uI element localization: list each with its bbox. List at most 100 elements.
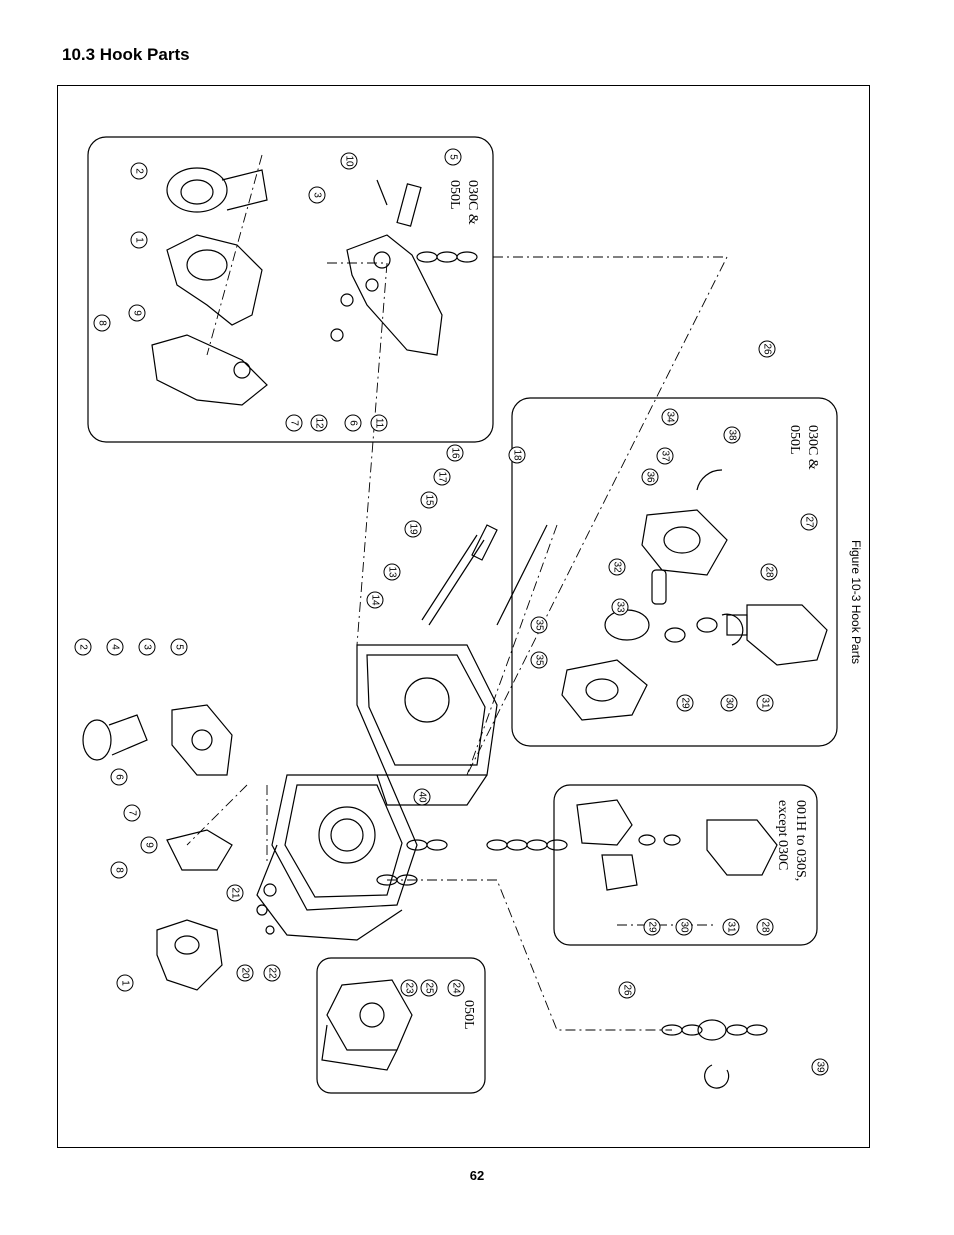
inset-label-bottom-small: 050L	[461, 1000, 476, 1030]
callout-number-9: 9	[144, 842, 155, 848]
callout-number-26: 26	[762, 343, 773, 355]
callout-number-35: 35	[534, 654, 545, 666]
bottom-hook-part-28	[726, 604, 828, 666]
plate-part-17	[471, 524, 498, 561]
ring-part-31	[696, 617, 718, 633]
callout-number-2: 2	[134, 168, 145, 174]
callout-circle-24	[447, 979, 465, 997]
latch-part-38	[696, 469, 723, 491]
callout-number-31: 31	[760, 697, 771, 709]
callout-circle-6	[344, 414, 362, 432]
lower-hook-part-28	[706, 819, 778, 876]
nut-part-6	[330, 328, 344, 342]
bottom-hook-block-part-34	[641, 509, 728, 576]
pin-part-5	[396, 183, 422, 227]
callout-circle-16	[446, 444, 464, 462]
callout-circle-30	[675, 918, 693, 936]
callout-circle-30	[720, 694, 738, 712]
callout-circle-34	[661, 408, 679, 426]
washer-part-29	[664, 627, 686, 643]
callout-circle-23	[400, 979, 418, 997]
pin-part-10	[376, 179, 388, 206]
callout-number-22: 22	[267, 967, 278, 979]
callout-circle-35	[530, 616, 548, 634]
callout-circle-21	[226, 884, 244, 902]
callout-circle-5	[170, 638, 188, 656]
callout-number-16: 16	[450, 447, 461, 459]
inset-label-right-lower-line2: except 030C	[775, 800, 790, 870]
inset-label-right-lower-line1: 001H to 030S,	[793, 800, 808, 881]
callout-circle-4	[106, 638, 124, 656]
section-title: 10.3 Hook Parts	[62, 45, 190, 64]
callout-circle-26	[758, 340, 776, 358]
callout-circle-7	[285, 414, 303, 432]
hook-block-top-part-2-left	[82, 714, 148, 761]
callout-circle-1	[130, 231, 148, 249]
inset-box-right-middle	[511, 397, 838, 747]
inset-label-right-middle-line1: 030C &	[805, 425, 820, 470]
callout-circle-2	[74, 638, 92, 656]
hook-block-part-3-left	[171, 704, 233, 776]
callout-number-36: 36	[645, 471, 656, 483]
callout-circle-14	[366, 591, 384, 609]
callout-number-1: 1	[120, 980, 131, 986]
callout-number-11: 11	[374, 418, 385, 429]
load-chain-40	[406, 839, 568, 851]
figure-frame	[57, 85, 870, 1148]
callout-circle-10	[340, 152, 358, 170]
callout-circle-32	[608, 558, 626, 576]
thrust-bearing-part-33	[604, 609, 650, 641]
callout-number-21: 21	[230, 887, 241, 899]
shaft-part-13	[421, 534, 478, 621]
callout-circle-8	[110, 861, 128, 879]
nut-part-11	[340, 293, 354, 307]
callout-circle-28	[756, 918, 774, 936]
callout-circle-25	[420, 979, 438, 997]
inset-label-top-left-line2: 050L	[447, 180, 462, 210]
lower-hook-block-part-26	[576, 799, 638, 891]
callout-circle-3	[308, 186, 326, 204]
inset-label-right-lower: 001H to 030S, except 030C	[775, 800, 808, 881]
callout-number-33: 33	[615, 601, 626, 613]
callout-circle-15	[420, 491, 438, 509]
callout-circle-28	[760, 563, 778, 581]
callout-circle-9	[140, 836, 158, 854]
callout-number-29: 29	[680, 697, 691, 709]
callout-number-6: 6	[348, 420, 359, 426]
callout-circle-17	[433, 468, 451, 486]
callout-number-31: 31	[726, 921, 737, 933]
callout-circle-19	[404, 520, 422, 538]
inset-box-bottom-small	[316, 957, 486, 1094]
callout-circle-36	[641, 468, 659, 486]
callout-number-23: 23	[404, 982, 415, 994]
callout-number-30: 30	[679, 921, 690, 933]
inset-box-right-lower	[553, 784, 818, 946]
hook-block-part-1-left	[156, 919, 223, 991]
nut-part-20	[256, 904, 268, 916]
figure-caption: Figure 10-3 Hook Parts	[849, 540, 863, 664]
callout-circle-13	[383, 563, 401, 581]
callout-number-15: 15	[424, 494, 435, 506]
callout-circle-40	[413, 788, 431, 806]
callout-number-7: 7	[289, 420, 300, 426]
bolt-part-22	[265, 925, 275, 935]
callout-number-39: 39	[815, 1061, 826, 1073]
inset-box-top-left	[87, 136, 494, 443]
callout-circle-22	[263, 964, 281, 982]
callout-circle-6	[110, 768, 128, 786]
callout-number-5: 5	[448, 154, 459, 160]
callout-circle-31	[722, 918, 740, 936]
callout-circle-31	[756, 694, 774, 712]
cover-050l	[321, 979, 413, 1071]
callout-circle-38	[723, 426, 741, 444]
callout-number-8: 8	[114, 867, 125, 873]
shaft-part-13-edge	[428, 539, 485, 626]
callout-number-4: 4	[110, 644, 121, 650]
chain-end-part-39	[661, 1019, 768, 1089]
callout-circle-1	[116, 974, 134, 992]
hook-block-top-part-2	[166, 167, 268, 213]
hook-part-8-left	[166, 829, 233, 871]
callout-number-27: 27	[804, 516, 815, 528]
ring-part-31b	[663, 834, 681, 846]
